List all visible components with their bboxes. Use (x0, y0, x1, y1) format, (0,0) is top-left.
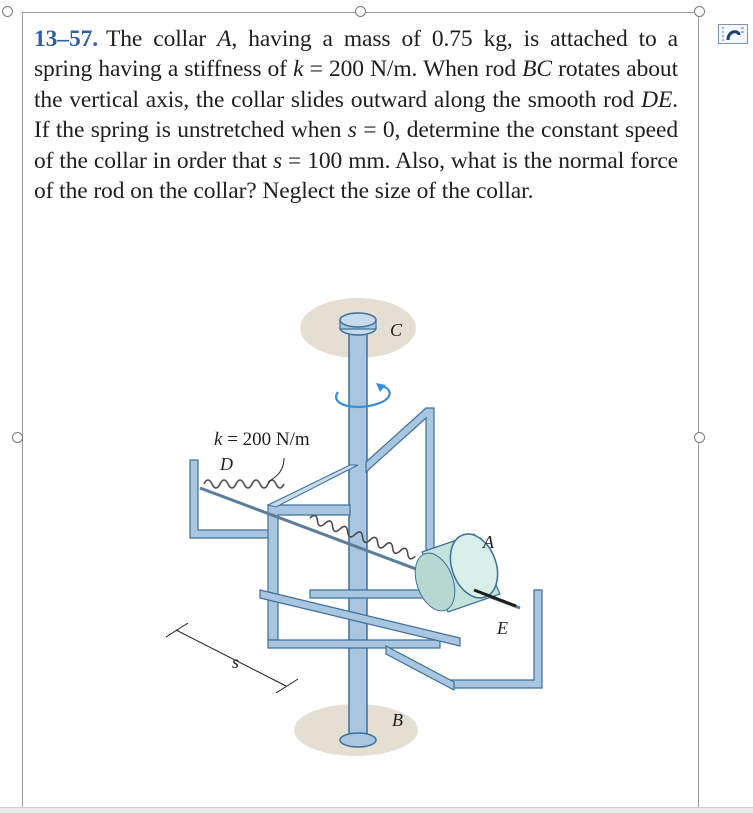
label-spring-stiffness: k = 200 N/m (214, 429, 310, 450)
dimension-line-s (175, 629, 287, 687)
spring (203, 479, 416, 560)
dimension-tick-right (275, 678, 299, 694)
dimension-tick-left (165, 622, 189, 638)
layout-options-icon[interactable] (718, 24, 748, 44)
label-e: E (496, 618, 508, 638)
lower-crossbar (259, 589, 461, 647)
problem-number: 13–57. (34, 26, 99, 52)
resize-handle-middle-left[interactable] (12, 432, 23, 443)
spring-leader-line (267, 457, 285, 483)
shaft-bc (348, 329, 368, 741)
frame-front-top (266, 464, 359, 508)
problem-statement: 13–57.The collar A, having a mass of 0.7… (34, 26, 678, 205)
rod-e-lower-link (385, 645, 455, 691)
resize-handle-top-right[interactable] (694, 6, 705, 17)
rod-e-end (473, 588, 517, 608)
resize-handle-top-left[interactable] (2, 6, 13, 17)
shaft-bottom-cap (339, 732, 377, 748)
resize-handle-top-center[interactable] (355, 6, 366, 17)
frame-front-bottom (267, 639, 441, 649)
label-d: D (219, 454, 233, 474)
label-b: B (392, 710, 403, 730)
collar-a (414, 533, 501, 613)
frame-front-left (267, 504, 351, 641)
shaft-top-cap-face (339, 312, 377, 328)
label-s: s (232, 652, 239, 672)
label-a: A (482, 532, 495, 552)
label-c: C (390, 320, 403, 340)
rotation-arrow (335, 384, 391, 409)
resize-handle-middle-right[interactable] (694, 432, 705, 443)
rotation-arrowhead (376, 383, 386, 392)
page-bottom-edge (0, 807, 753, 813)
mechanism-figure: C B A D E s k = 200 N/m (165, 298, 543, 756)
